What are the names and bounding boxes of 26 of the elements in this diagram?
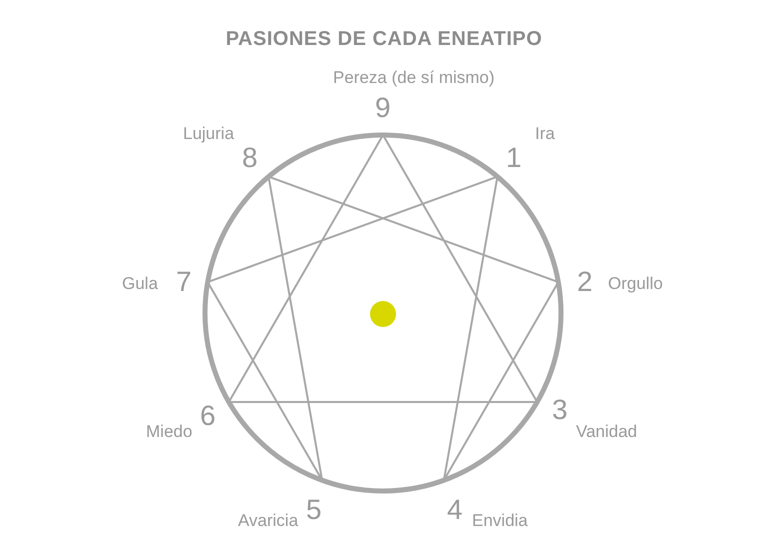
connecting-line [207,176,498,284]
point-number: 1 [504,143,524,173]
point-number: 9 [373,93,393,123]
passion-label: Pereza (de sí mismo) [333,68,495,86]
point-number: 4 [445,495,465,525]
point-number: 8 [240,143,260,173]
passion-label: Avaricia [238,512,298,528]
point-number: 7 [174,267,194,297]
passion-label: Ira [535,124,555,142]
diagram-title: PASIONES DE CADA ENEATIPO [224,28,544,51]
point-number: 5 [304,495,324,525]
connecting-line [228,401,538,403]
point-number: 3 [550,395,570,425]
point-number: 2 [575,267,595,297]
connecting-line [228,134,384,402]
passion-label: Gula [122,274,158,292]
connecting-line [268,176,324,480]
passion-label: Lujuria [183,124,234,142]
passion-label: Envidia [472,512,528,528]
connecting-line [442,176,498,480]
passion-label: Orgullo [608,274,663,292]
passion-label: Miedo [146,422,192,440]
connecting-line [268,176,559,284]
connecting-line [382,134,538,402]
point-number: 6 [198,401,218,431]
passion-label: Vanidad [576,422,638,440]
